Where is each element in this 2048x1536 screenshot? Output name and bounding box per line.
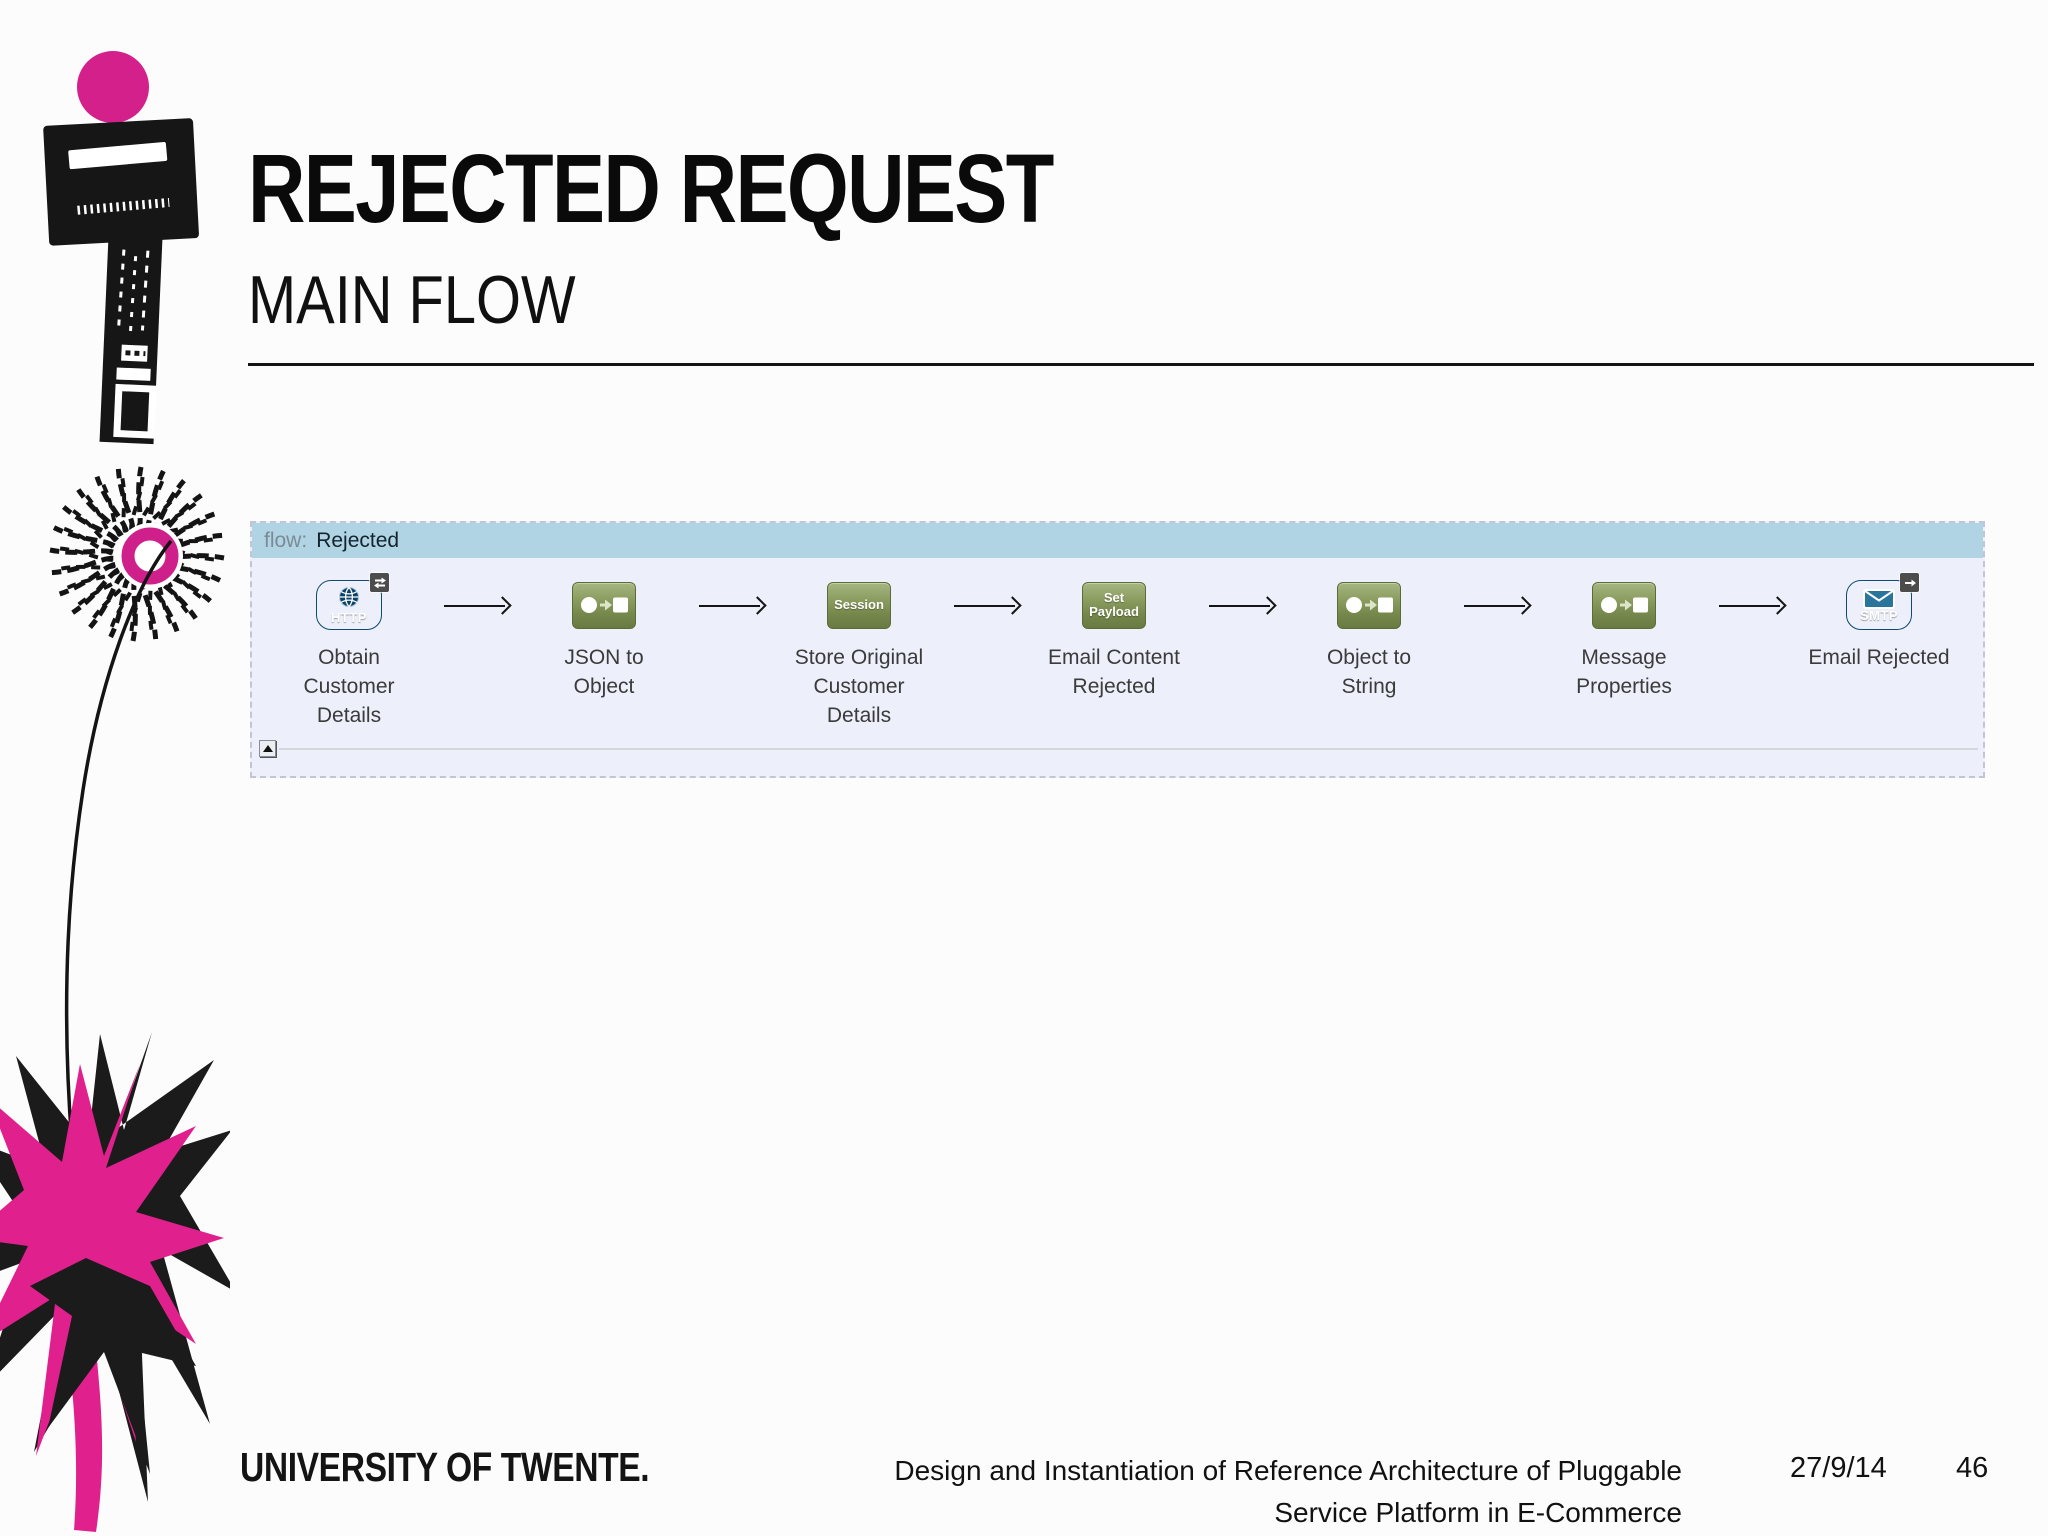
flow-node-json-to-object[interactable]: JSON to Object (519, 579, 689, 701)
magenta-dot-shape (77, 51, 149, 123)
footer-reference: Design and Instantiation of Reference Ar… (680, 1450, 1682, 1534)
flow-panel-header: flow: Rejected (252, 523, 1983, 558)
university-logo-text: UNIVERSITY OF TWENTE. (240, 1444, 650, 1490)
node-label-line: Object to (1326, 646, 1412, 669)
node-label-line: JSON to (564, 646, 644, 669)
set-payload-icon-label-line1: Set (1103, 590, 1125, 605)
twente-slide-artwork (0, 51, 230, 1532)
node-label-line: Email Content (1048, 646, 1180, 669)
node-label-line: Email Rejected (1808, 646, 1950, 669)
node-label: Object to String (1327, 643, 1411, 701)
flow-node-obtain-customer-details[interactable]: HTTP Obtain Customer Details (264, 573, 434, 730)
transformer-icon[interactable] (572, 581, 636, 629)
node-label: Store Original Customer Details (795, 643, 923, 730)
node-label-line: Rejected (1072, 675, 1156, 698)
http-endpoint-icon-label: HTTP (331, 610, 367, 625)
flow-panel: flow: Rejected HTTP (250, 521, 1985, 778)
node-label-line: Customer (303, 675, 395, 698)
globe-icon (339, 587, 359, 607)
node-label-line: Details (316, 704, 382, 727)
flower-splash-shape (0, 1032, 230, 1532)
flow-node-object-to-string[interactable]: Object to String (1284, 579, 1454, 701)
transformer-icon[interactable] (1592, 581, 1656, 629)
stem-shape (64, 539, 173, 1146)
flow-canvas: HTTP Obtain Customer Details (252, 558, 1983, 778)
session-icon-label: Session (834, 597, 884, 612)
node-label: Message Properties (1576, 643, 1672, 701)
flow-connector-arrow (1719, 579, 1787, 631)
node-label-line: Details (826, 704, 892, 727)
footer-page-number: 46 (1956, 1452, 1989, 1484)
flow-header-prefix: flow: (264, 528, 308, 552)
flow-connector-arrow (1209, 579, 1277, 631)
node-label-line: String (1341, 675, 1397, 698)
panel-splitter-line (279, 748, 1978, 750)
node-label: JSON to Object (564, 643, 643, 701)
flow-node-email-rejected[interactable]: SMTP Email Rejected (1794, 573, 1964, 672)
title-divider (248, 363, 2034, 366)
envelope-icon (1863, 588, 1895, 609)
page-subtitle: MAIN FLOW (248, 262, 576, 338)
node-label: Obtain Customer Details (303, 643, 394, 730)
stamp-handle-shape (99, 236, 163, 445)
flow-node-email-content-rejected[interactable]: Set Payload Email Content Rejected (1029, 579, 1199, 701)
transformer-icon[interactable] (1337, 581, 1401, 629)
two-way-exchange-icon[interactable] (370, 573, 389, 592)
outbound-arrow-icon[interactable] (1900, 573, 1919, 592)
panel-collapse-button[interactable] (259, 740, 276, 757)
session-store-icon[interactable]: Session (827, 581, 891, 629)
node-label-line: Properties (1576, 675, 1672, 698)
footer-reference-line2: Service Platform in E-Commerce (1274, 1497, 1682, 1528)
flow-connector-arrow (699, 579, 767, 631)
node-label: Email Rejected (1808, 643, 1949, 672)
flow-node-message-properties[interactable]: Message Properties (1539, 579, 1709, 701)
stamp-head-shape (43, 118, 199, 246)
smtp-endpoint-icon[interactable]: SMTP (1846, 580, 1912, 630)
magenta-ring-shape (121, 527, 179, 585)
page-title: REJECTED REQUEST (248, 134, 1054, 243)
set-payload-icon[interactable]: Set Payload (1082, 581, 1146, 629)
http-endpoint-icon[interactable]: HTTP (316, 580, 382, 630)
flow-connector-arrow (444, 579, 512, 631)
set-payload-icon-label-line2: Payload (1089, 604, 1139, 619)
footer-reference-line1: Design and Instantiation of Reference Ar… (894, 1455, 1682, 1486)
flow-connector-arrow (1464, 579, 1532, 631)
node-label-line: Obtain (318, 646, 380, 669)
flow-connector-arrow (954, 579, 1022, 631)
node-label-line: Object (573, 675, 635, 698)
node-label: Email Content Rejected (1048, 643, 1180, 701)
footer-date: 27/9/14 (1790, 1452, 1887, 1484)
node-label-line: Message (1581, 646, 1667, 669)
flow-header-title: Rejected (316, 528, 400, 552)
smtp-endpoint-icon-label: SMTP (1859, 607, 1899, 623)
up-triangle-icon (262, 745, 273, 752)
node-label-line: Customer (813, 675, 905, 698)
flow-node-store-original-customer-details[interactable]: Session Store Original Customer Details (774, 579, 944, 730)
node-label-line: Store Original (794, 646, 924, 669)
